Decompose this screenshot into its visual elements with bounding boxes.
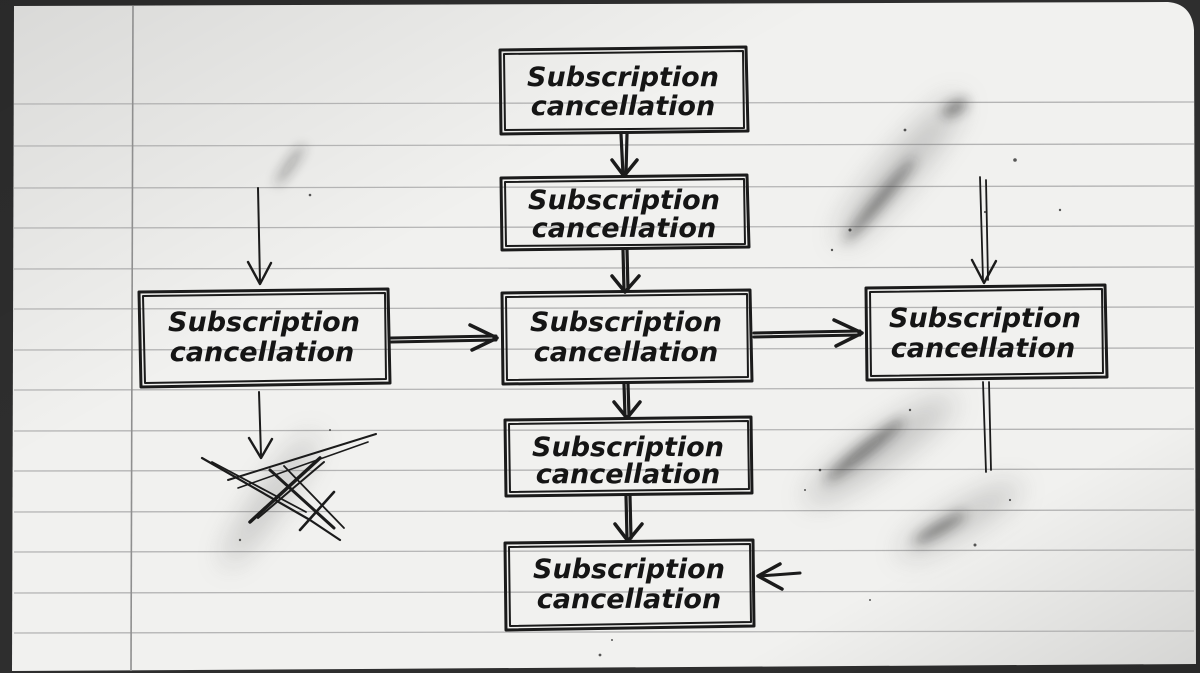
arrow-incoming-right <box>970 176 998 285</box>
node-center-5-box <box>503 538 756 632</box>
ink-smudges <box>223 96 1062 657</box>
arrow-left-to-center-3 <box>389 323 499 352</box>
node-center-1-line1: Subscription <box>527 62 719 93</box>
node-center-4-box <box>503 415 754 498</box>
arrow-left-down <box>247 391 274 460</box>
node-center-3-line1: Subscription <box>530 307 722 338</box>
line-outgoing-right <box>982 381 992 473</box>
arrow-center-3-to-center-4 <box>612 382 642 420</box>
crossed-out-scribble <box>200 433 377 542</box>
node-boxes <box>137 45 1109 632</box>
node-right-line1: Subscription <box>889 303 1081 334</box>
node-right-line2: cancellation <box>891 333 1075 364</box>
node-center-4-line1: Subscription <box>532 432 724 463</box>
node-center-5-line2: cancellation <box>537 584 721 615</box>
ruled-lines <box>13 101 1195 634</box>
arrow-center-2-to-center-3 <box>610 248 641 294</box>
node-center-4-line2: cancellation <box>536 459 720 490</box>
node-labels: Subscription cancellation Subscription c… <box>168 62 1081 615</box>
node-left-line1: Subscription <box>168 307 360 338</box>
arrow-into-center-5 <box>756 562 802 591</box>
node-left-line2: cancellation <box>170 337 354 368</box>
node-center-3-line2: cancellation <box>534 337 718 368</box>
node-center-3-box <box>500 288 754 386</box>
arrow-center-1-to-center-2 <box>610 132 639 178</box>
node-center-1-line2: cancellation <box>531 91 715 122</box>
node-left-box <box>137 287 392 389</box>
node-center-2-line1: Subscription <box>528 185 720 216</box>
arrow-center-4-to-center-5 <box>613 494 644 543</box>
node-center-1-box <box>498 45 750 136</box>
node-right-box <box>864 283 1109 382</box>
node-center-2-line2: cancellation <box>532 213 716 244</box>
arrow-incoming-left <box>246 187 273 286</box>
connectors <box>246 132 998 591</box>
arrow-center-3-to-right <box>752 318 864 348</box>
node-center-5-line1: Subscription <box>533 554 725 585</box>
margin-line <box>130 5 134 672</box>
node-center-2-box <box>499 173 751 252</box>
